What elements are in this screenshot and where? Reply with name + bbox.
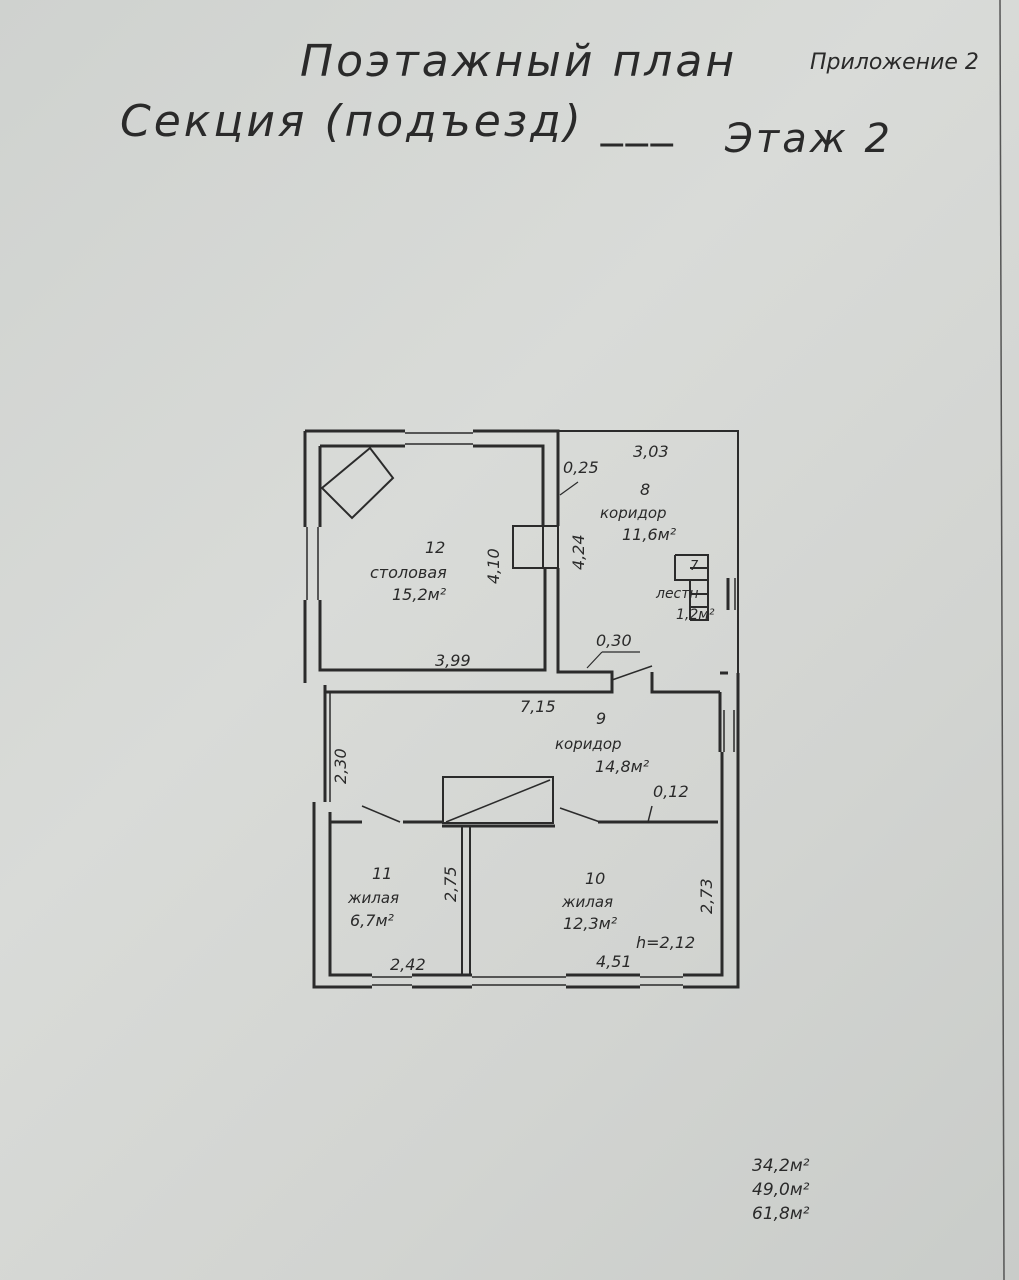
stove xyxy=(512,525,559,569)
ceiling-height: h=2,12 xyxy=(636,933,695,952)
room-10-number: 10 xyxy=(585,869,605,888)
dim-2-30: 2,30 xyxy=(331,748,350,784)
room-7-number: 7 xyxy=(690,559,699,574)
total-1: 34,2м² xyxy=(752,1156,810,1176)
room-7-area: 1,2м² xyxy=(676,607,715,623)
room-10-area: 12,3м² xyxy=(563,914,618,933)
room-10-name: жилая xyxy=(561,893,613,911)
door-swing xyxy=(611,665,653,681)
dim-0-30: 0,30 xyxy=(596,631,632,650)
room-11-name: жилая xyxy=(347,889,399,907)
room-11-area: 6,7м² xyxy=(350,911,395,930)
stair xyxy=(674,554,709,621)
window-right xyxy=(723,710,735,752)
area-totals: 34,2м² 49,0м² 61,8м² xyxy=(752,1154,810,1226)
dim-3-99: 3,99 xyxy=(435,651,471,670)
wall-right-block xyxy=(558,430,739,673)
dim-4-24: 4,24 xyxy=(569,534,588,570)
page-title: Поэтажный план xyxy=(300,36,738,87)
wall-inner-top xyxy=(320,444,545,526)
appendix-label: Приложение 2 xyxy=(810,50,979,75)
dim-2-42: 2,42 xyxy=(390,955,426,974)
room-9-name: коридор xyxy=(555,735,622,753)
room-12-name: столовая xyxy=(370,563,447,582)
dim-4-10: 4,10 xyxy=(484,548,503,584)
floor-label: Этаж 2 xyxy=(725,116,893,162)
dim-0-12: 0,12 xyxy=(653,782,689,801)
dim-2-73: 2,73 xyxy=(697,878,716,914)
wall-inner-left-top xyxy=(318,446,547,672)
dim-2-75: 2,75 xyxy=(441,866,460,902)
room-8-name: коридор xyxy=(600,504,667,522)
corner-fireplace xyxy=(320,446,395,520)
total-3: 61,8м² xyxy=(752,1204,810,1224)
dim-0-25: 0,25 xyxy=(563,458,599,477)
stove-middle xyxy=(442,776,554,824)
window-bottom xyxy=(372,976,683,986)
room-8-number: 8 xyxy=(640,480,650,499)
room-12-area: 15,2м² xyxy=(392,585,447,604)
room-8-area: 11,6м² xyxy=(622,525,677,544)
room-9-area: 14,8м² xyxy=(595,757,650,776)
dim-4-51: 4,51 xyxy=(596,952,632,971)
total-2: 49,0м² xyxy=(752,1180,810,1200)
section-label: Секция (подъезд) ___ xyxy=(120,96,676,147)
room-9-number: 9 xyxy=(596,709,606,728)
window-top xyxy=(405,432,473,445)
window-left-top xyxy=(306,527,319,600)
room-7-name: лестн xyxy=(655,586,699,602)
room-11-number: 11 xyxy=(372,864,392,883)
room-12-number: 12 xyxy=(425,538,445,557)
dim-3-03: 3,03 xyxy=(633,442,669,461)
dim-7-15: 7,15 xyxy=(520,697,556,716)
